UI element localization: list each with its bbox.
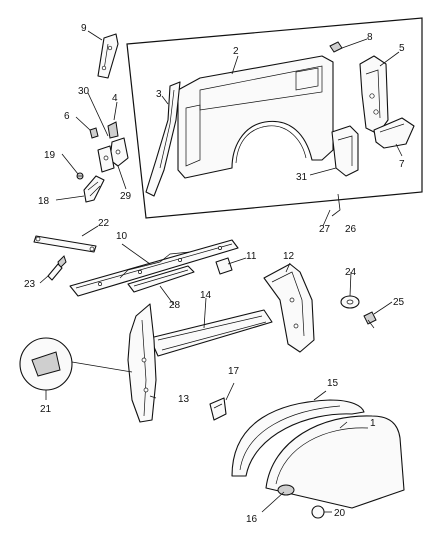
- fastener: [363, 311, 377, 329]
- lower-bracket: [331, 125, 359, 177]
- small-latch: [107, 121, 119, 139]
- callout-12: 12: [283, 251, 295, 262]
- striker-plate: [83, 175, 105, 203]
- callout-13: 13: [178, 394, 190, 405]
- grommet: [340, 295, 360, 309]
- hinge-bracket: [97, 33, 119, 79]
- striker-assembly: [97, 137, 129, 173]
- b-pillar: [127, 303, 157, 423]
- quarter-panel: [177, 55, 334, 179]
- callout-28: 28: [169, 300, 181, 311]
- plug: [311, 505, 325, 519]
- wheelhouse-inner: [265, 415, 405, 509]
- callout-6: 6: [64, 111, 70, 122]
- long-rail: [69, 239, 239, 297]
- callout-11: 11: [246, 251, 257, 262]
- callout-20: 20: [334, 508, 346, 519]
- small-clip: [329, 41, 343, 53]
- corner-plate: [373, 117, 415, 149]
- small-bracket: [209, 397, 227, 421]
- callout-21: 21: [40, 404, 52, 415]
- callout-22: 22: [98, 218, 110, 229]
- callout-17: 17: [228, 366, 240, 377]
- callout-27: 27: [319, 224, 331, 235]
- callout-14: 14: [200, 290, 212, 301]
- strut-rod: [33, 235, 97, 253]
- callout-18: 18: [38, 196, 50, 207]
- callout-16: 16: [246, 514, 258, 525]
- callout-25: 25: [393, 297, 405, 308]
- callout-7: 7: [399, 159, 405, 170]
- leader-lines: [39, 30, 403, 513]
- callout-24: 24: [345, 267, 357, 278]
- callout-5: 5: [399, 43, 405, 54]
- callout-3: 3: [156, 89, 162, 100]
- callout-15: 15: [327, 378, 339, 389]
- bolt: [47, 255, 67, 281]
- pillar-trim: [145, 81, 181, 197]
- screw: [76, 172, 84, 180]
- small-block: [215, 257, 233, 275]
- callout-4: 4: [112, 93, 118, 104]
- callout-26: 26: [345, 224, 357, 235]
- floor-panel: [149, 309, 273, 357]
- callout-23: 23: [24, 279, 36, 290]
- wheelhouse-liner-outer: [231, 399, 365, 477]
- callout-9: 9: [81, 23, 87, 34]
- quarter-panel-assembly-box: [126, 17, 423, 219]
- wheelhouse-bracket: [263, 263, 315, 353]
- callout-31: 31: [296, 172, 308, 183]
- rail-reinforcement: [127, 265, 195, 293]
- callout-29: 29: [120, 191, 132, 202]
- clip: [89, 127, 99, 139]
- callout-2: 2: [233, 46, 239, 57]
- callout-19: 19: [44, 150, 56, 161]
- rear-corner-bracket: [359, 55, 389, 135]
- callout-10: 10: [116, 231, 128, 242]
- detail-inset-circle: [19, 337, 133, 391]
- callout-8: 8: [367, 32, 373, 43]
- callout-1: 1: [370, 418, 376, 429]
- callout-30: 30: [78, 86, 90, 97]
